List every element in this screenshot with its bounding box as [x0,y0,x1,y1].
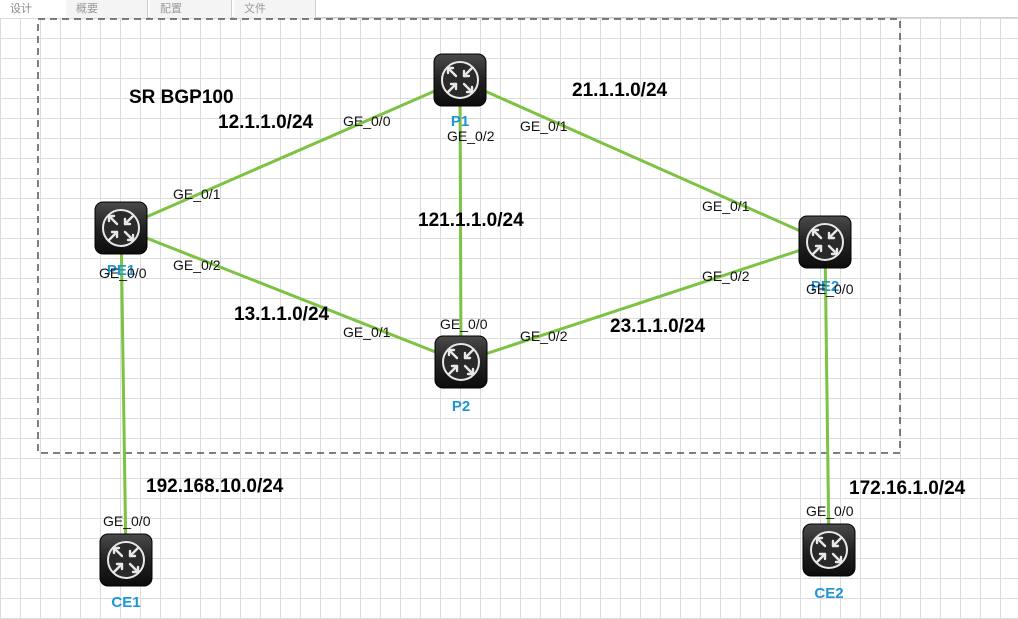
network-label-pe1-p2: 13.1.1.0/24 [234,304,330,325]
port-label-pe1-ge01: GE_0/1 [173,186,221,202]
link-p2-pe2[interactable] [460,240,826,364]
router-icon [98,532,154,588]
device-label-ce1: CE1 [111,594,140,611]
network-label-p1-pe2: 21.1.1.0/24 [572,80,668,101]
port-label-p2-ge00: GE_0/0 [440,316,488,332]
port-label-p2-ge02: GE_0/2 [520,328,568,344]
router-p1[interactable] [432,52,488,108]
link-pe1-ce1[interactable] [119,227,128,561]
port-label-p2-ge01: GE_0/1 [343,324,391,340]
port-label-pe2-ge01: GE_0/1 [702,198,750,214]
router-p2[interactable] [433,334,489,390]
port-label-p1-ge01: GE_0/1 [520,118,568,134]
network-label-p2-pe2: 23.1.1.0/24 [610,316,706,337]
device-label-ce2: CE2 [814,585,843,602]
tab-overview[interactable]: 概要 [66,0,148,18]
port-label-pe2-ge02: GE_0/2 [702,268,750,284]
router-pe2[interactable] [797,214,853,270]
link-pe1-p1[interactable] [120,78,461,230]
router-ce2[interactable] [801,522,857,578]
router-icon [432,52,488,108]
device-label-p1: P1 [451,113,469,130]
link-pe1-p2[interactable] [120,226,462,364]
tab-file[interactable]: 文件 [234,0,316,18]
network-label-p1-p2: 121.1.1.0/24 [418,210,524,231]
network-label-pe1-p1: 12.1.1.0/24 [218,112,314,133]
port-label-ce2-ge00: GE_0/0 [806,503,854,519]
port-label-pe2-ge00: GE_0/0 [806,281,854,297]
tab-design[interactable]: 设计 [0,0,82,18]
router-icon [433,334,489,390]
network-label-pe1-ce1: 192.168.10.0/24 [146,476,284,497]
router-icon [801,522,857,578]
tab-config[interactable]: 配置 [150,0,232,18]
device-label-p2: P2 [452,398,470,415]
port-label-pe1-ge02: GE_0/2 [173,257,221,273]
as-label: SR BGP100 [129,87,234,108]
port-label-p1-ge02: GE_0/2 [447,128,495,144]
port-label-p1-ge00: GE_0/0 [343,113,391,129]
network-label-pe2-ce2: 172.16.1.0/24 [849,478,966,499]
router-ce1[interactable] [98,532,154,588]
link-pe2-ce2[interactable] [823,241,831,551]
device-label-pe1: PE1 [107,262,135,279]
port-label-pe1-ge00: GE_0/0 [99,265,147,281]
router-pe1[interactable] [93,200,149,256]
router-icon [93,200,149,256]
tab-bar: 设计 概要 配置 文件 [0,0,1018,18]
link-p1-p2[interactable] [458,79,463,363]
device-label-pe2: PE2 [811,278,839,295]
link-p1-pe2[interactable] [459,78,826,244]
port-label-ce1-ge00: GE_0/0 [103,513,151,529]
router-icon [797,214,853,270]
